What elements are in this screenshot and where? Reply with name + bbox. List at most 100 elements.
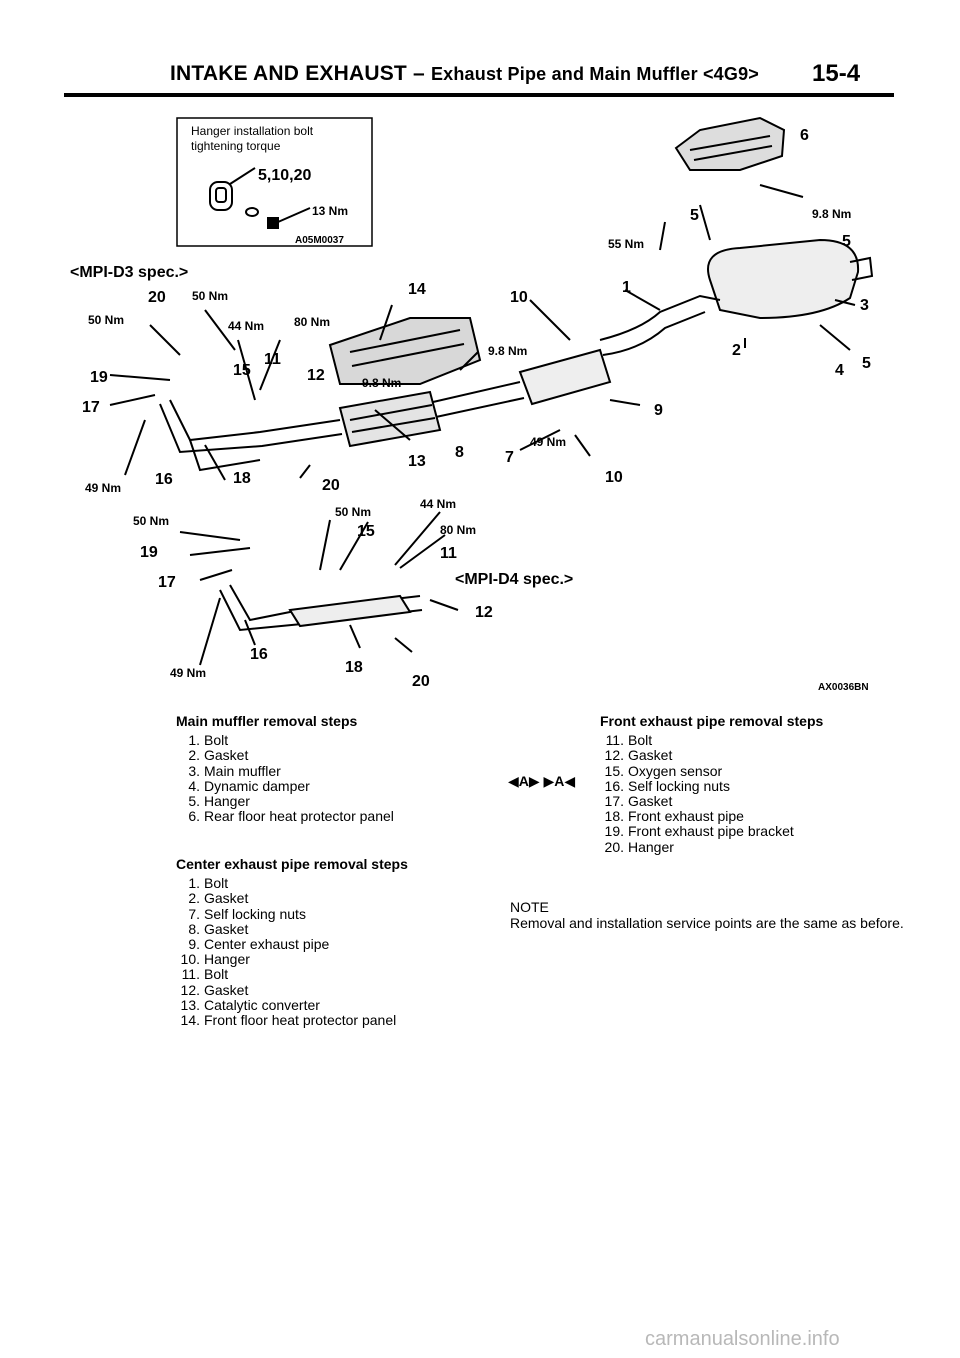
step-text: Self locking nuts [204, 905, 306, 922]
part-label-n20c: 20 [412, 673, 430, 690]
torque-label-t98c: 9.8 Nm [362, 376, 401, 390]
part-label-n13: 13 [408, 453, 426, 470]
step-number: 6. [188, 808, 200, 825]
step-number: 14. [180, 1012, 200, 1029]
step-number: 5. [188, 793, 200, 810]
step-number: 4. [188, 777, 200, 794]
step-number: 12. [604, 747, 624, 764]
part-label-n4: 4 [835, 362, 844, 379]
part-label-n5b: 5 [842, 233, 851, 250]
part-label-n17a: 17 [82, 399, 100, 416]
step-item: 6.Rear floor heat protector panel [176, 809, 394, 824]
step-item: 19.Front exhaust pipe bracket [600, 824, 823, 839]
step-text: Front exhaust pipe [628, 808, 744, 825]
torque-label-t44b: 44 Nm [420, 497, 456, 511]
step-text: Bolt [204, 966, 229, 983]
step-text: Main muffler [204, 762, 281, 779]
part-label-n18a: 18 [233, 470, 251, 487]
step-item: 12.Gasket [176, 981, 408, 998]
step-item: 2.Gasket [176, 748, 394, 763]
step-text: Dynamic damper [204, 777, 310, 794]
step-text: Center exhaust pipe [204, 936, 330, 953]
front-pipe-steps: Front exhaust pipe removal steps 11.Bolt… [600, 713, 824, 855]
part-label-n6: 6 [800, 127, 809, 144]
step-number: 9. [188, 936, 200, 953]
part-label-n16b: 16 [250, 646, 268, 663]
page-number: 15-4 [812, 60, 861, 87]
step-number: 15. [604, 762, 624, 779]
step-item: 5.Hanger [176, 793, 394, 810]
step-text: Catalytic converter [204, 996, 320, 1013]
center-pipe-heading: Center exhaust pipe removal steps [176, 856, 408, 872]
front-pipe-heading: Front exhaust pipe removal steps [600, 713, 824, 729]
step-number: 18. [604, 808, 624, 825]
part-label-n20b: 20 [322, 477, 340, 494]
step-item: 11.Bolt [600, 733, 823, 748]
step-item: 9.Center exhaust pipe [176, 936, 408, 953]
part-label-n7: 7 [505, 449, 514, 466]
inset-torque: 13 Nm [312, 204, 348, 218]
step-item: 1.Bolt [176, 876, 408, 891]
step-text: Gasket [628, 793, 673, 810]
hanger-bolt-icon [209, 167, 311, 229]
note-label: NOTE [510, 899, 549, 915]
inset-values: 5,10,20 [258, 167, 311, 184]
part-label-n20a: 20 [148, 289, 166, 306]
inset-code: A05M0037 [295, 235, 344, 246]
step-number: 11. [605, 732, 624, 749]
part-label-n12b: 12 [475, 604, 493, 621]
step-item: 12.Gasket [600, 748, 823, 763]
step-number: 12. [180, 981, 200, 998]
exhaust-exploded-diagram: Hanger installation bolt tightening torq… [70, 116, 874, 693]
part-label-n11b: 11 [440, 545, 457, 562]
step-number: 7. [188, 905, 200, 922]
mpi-d3-spec-label: <MPI-D3 spec.> [70, 264, 188, 281]
torque-label-t49c: 49 Nm [170, 666, 206, 680]
step-item: 4.Dynamic damper [176, 777, 394, 794]
torque-label-t55: 55 Nm [608, 237, 644, 251]
header-rule [64, 93, 894, 97]
step-item: 10.Hanger [176, 952, 408, 967]
step-number: 3. [188, 762, 200, 779]
inset-torque-box: Hanger installation bolt tightening torq… [176, 117, 373, 247]
part-label-n5a: 5 [690, 207, 699, 224]
torque-label-t98b: 9.8 Nm [488, 344, 527, 358]
part-label-n19a: 19 [90, 369, 108, 386]
part-label-n2: 2 [732, 342, 741, 359]
part-label-n9: 9 [654, 402, 663, 419]
inset-title-line2: tightening torque [191, 139, 281, 153]
torque-label-t50d: 50 Nm [335, 505, 371, 519]
step-item: 17.Gasket [600, 793, 823, 810]
step-text: Hanger [204, 793, 250, 810]
part-label-n11a: 11 [264, 351, 281, 368]
step-number: 11. [181, 966, 200, 983]
step-number: 2. [188, 747, 200, 764]
step-item: 11.Bolt [176, 967, 408, 982]
torque-label-t50c: 50 Nm [133, 514, 169, 528]
part-label-n3: 3 [860, 297, 869, 314]
part-label-n10a: 10 [510, 289, 528, 306]
step-item: 7.Self locking nuts [176, 905, 408, 922]
watermark: carmanualsonline.info [645, 1328, 840, 1350]
step-item: 18.Front exhaust pipe [600, 809, 823, 824]
step-number: 20. [604, 838, 624, 855]
step-text: Gasket [204, 981, 249, 998]
page-title: INTAKE AND EXHAUST – Exhaust Pipe and Ma… [170, 62, 760, 85]
exhaust-assembly-drawing [109, 116, 874, 666]
step-item: 16.Self locking nuts [600, 778, 823, 794]
step-number: 2. [188, 890, 200, 907]
part-label-n15a: 15 [233, 362, 251, 379]
torque-label-t49a: 49 Nm [85, 481, 121, 495]
step-number: 13. [180, 996, 200, 1013]
part-label-n17b: 17 [158, 574, 176, 591]
step-text: Hanger [204, 951, 250, 968]
step-text: Rear floor heat protector panel [204, 808, 394, 825]
step-text: Bolt [204, 732, 229, 749]
note-block: NOTE Removal and installation service po… [510, 899, 910, 931]
mpi-d4-spec-label: <MPI-D4 spec.> [455, 571, 573, 588]
step-text: Gasket [204, 920, 249, 937]
torque-label-t80b: 80 Nm [440, 523, 476, 537]
torque-label-t50a: 50 Nm [192, 289, 228, 303]
